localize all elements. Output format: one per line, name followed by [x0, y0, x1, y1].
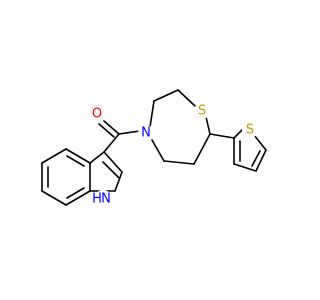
svg-text:N: N	[101, 192, 111, 207]
oxygen-atom: O	[89, 106, 105, 122]
thiophene-sulfur-atom: S	[242, 122, 258, 138]
svg-text:O: O	[92, 107, 102, 122]
thiazepane-sulfur-atom: S	[194, 103, 210, 119]
thiophene-ring	[209, 125, 267, 172]
chemical-structure-diagram: O N S S H N	[41, 89, 267, 208]
svg-text:S: S	[198, 104, 206, 119]
svg-text:H: H	[92, 192, 102, 207]
indole-benzene-ring	[41, 148, 91, 206]
carbonyl-group	[98, 120, 141, 153]
indole-pyrrole-ring	[89, 151, 123, 192]
svg-text:S: S	[246, 123, 254, 138]
indole-nh-group: H N	[92, 190, 112, 208]
atom-labels: O N S S H N	[89, 103, 258, 208]
thiazepane-ring	[149, 89, 211, 165]
amide-nitrogen-atom: N	[138, 125, 154, 141]
svg-text:N: N	[141, 126, 151, 141]
